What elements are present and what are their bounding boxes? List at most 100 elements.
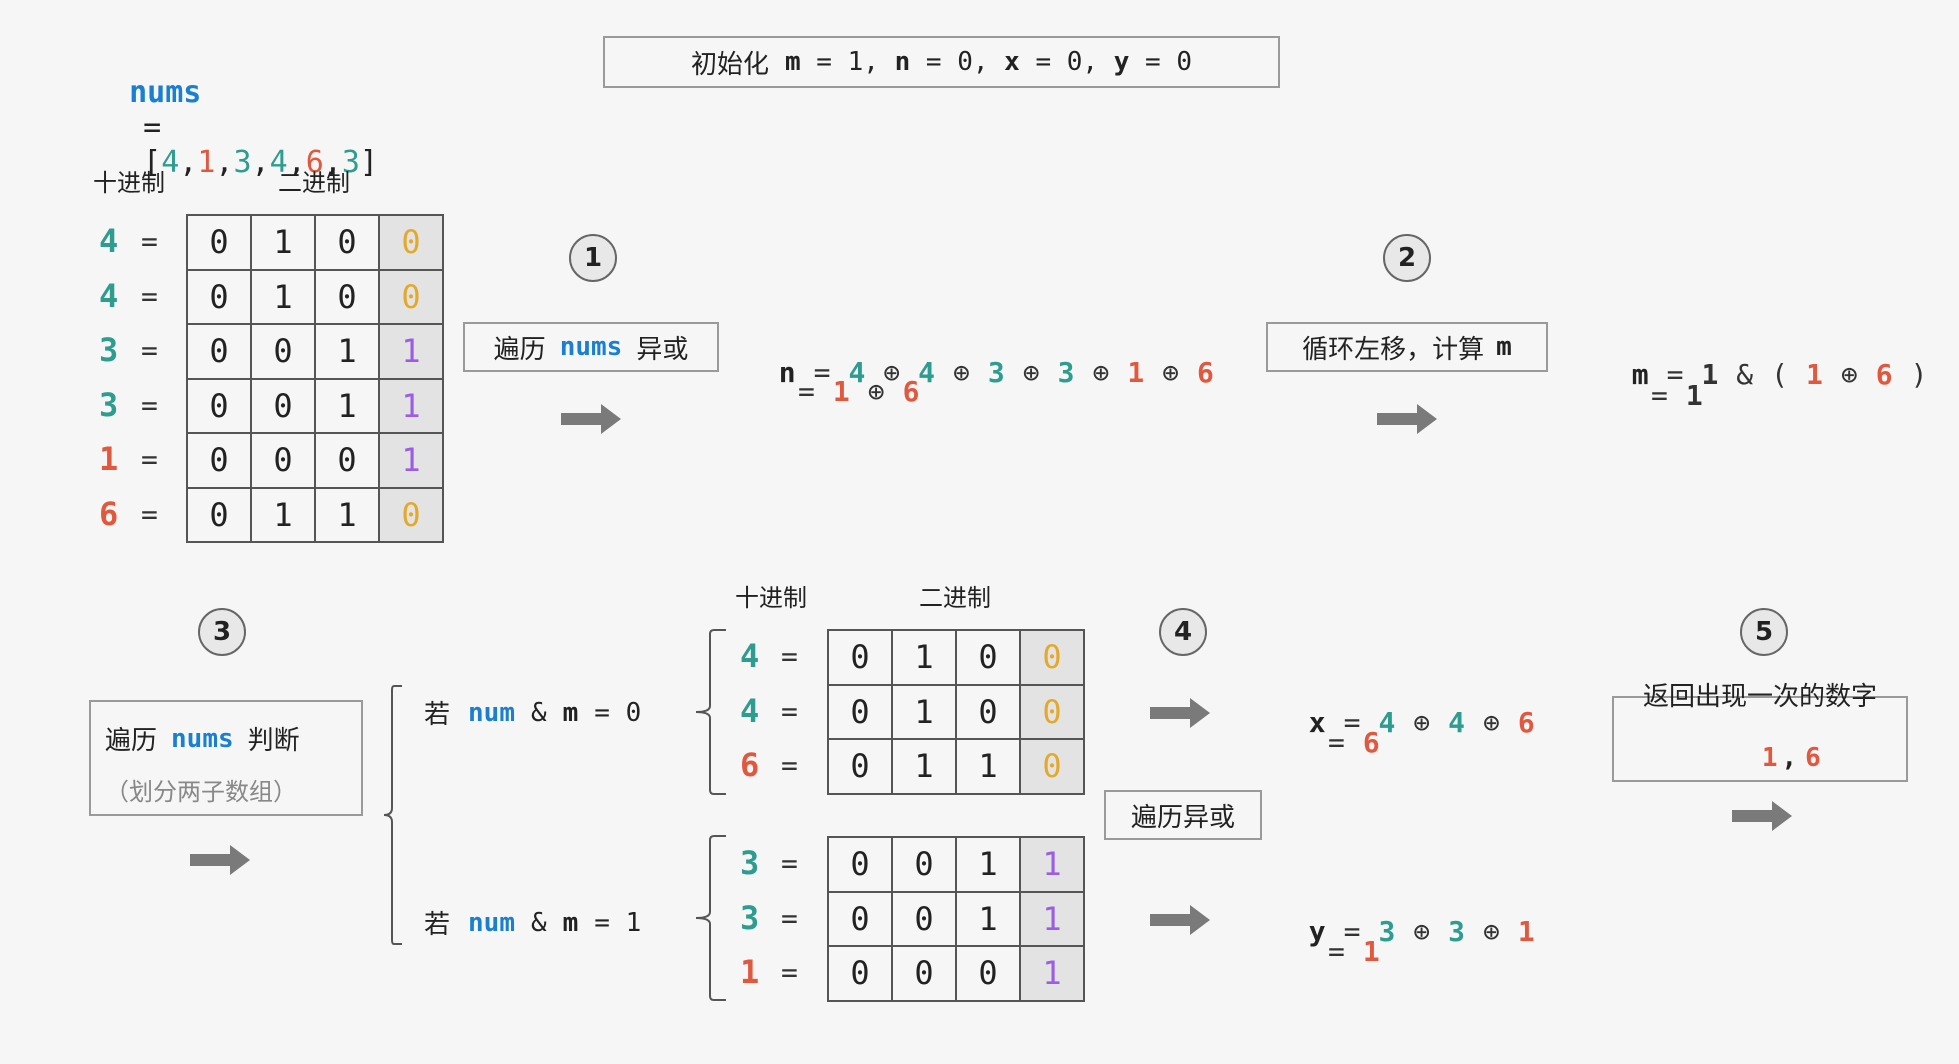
expr-operator: & [1736, 358, 1754, 391]
expr-number: 4 [918, 356, 936, 389]
bit-cell: 0 [827, 945, 893, 1002]
step3-post: 判断 [247, 726, 300, 756]
bit-cell: 0 [314, 214, 380, 271]
arrow-right-icon [190, 843, 252, 877]
bit-cell: 1 [891, 629, 957, 686]
step-5-badge: 5 [1740, 608, 1788, 656]
step2-pre: 循环左移，计算 [1302, 334, 1485, 365]
init-var: y [1113, 47, 1130, 77]
expr-number: 1 [1127, 356, 1145, 389]
bit-cell: 0 [186, 432, 252, 489]
expr-number: 3 [987, 356, 1005, 389]
cond1-m: m [562, 907, 579, 938]
step1-post: 异或 [636, 334, 689, 365]
bit-cell: 1 [891, 738, 957, 795]
arrow-right-icon [561, 402, 623, 436]
expr-number: 4 [848, 356, 866, 389]
expr-operator: ⊕ [953, 356, 970, 389]
bit-cell: 1 [891, 683, 957, 740]
expr-operator: = [813, 356, 831, 389]
nums-item: 4 [269, 145, 288, 180]
step-1-badge: 1 [569, 234, 617, 282]
cond1-pre: 若 [424, 910, 451, 940]
decimal-value: 3 [99, 331, 119, 369]
step-2-badge: 2 [1383, 234, 1431, 282]
bit-cell: 0 [955, 629, 1021, 686]
bit-cell: 0 [891, 890, 957, 947]
binary-label-top: 二进制 [278, 169, 350, 197]
step3-sub: （划分两子数组） [105, 778, 297, 806]
expr-operator: = [798, 375, 815, 408]
bit-cell: 1 [314, 377, 380, 434]
expr-operator: ⊕ [1022, 356, 1040, 389]
expr-operator: = [1343, 706, 1361, 739]
bit-cell: 0 [378, 268, 444, 325]
nums-item: 6 [305, 145, 324, 180]
x-var: x [1308, 706, 1326, 739]
equals-sign: = [781, 694, 798, 728]
cond1-rest: = 1 [594, 907, 642, 938]
bit-cell: 0 [186, 214, 252, 271]
decimal-value: 4 [99, 276, 119, 315]
m-expr-line1: m=1&(1⊕6) [1598, 325, 1928, 391]
cond0-pre: 若 [424, 700, 451, 730]
nums-item: 3 [233, 145, 252, 180]
bit-cell: 1 [955, 836, 1021, 893]
expr-operator: ⊕ [1413, 706, 1431, 739]
y-expr-line1: y=3⊕3⊕1 [1275, 882, 1535, 948]
bit-cell: 1 [250, 268, 316, 325]
step5-line1: 返回出现一次的数字 [1642, 681, 1877, 712]
step3-pre: 遍历 [105, 726, 158, 756]
expr-number: 1 [1362, 935, 1380, 968]
decimal-value: 1 [740, 953, 760, 991]
expr-number: 1 [1517, 915, 1535, 948]
bit-cell: 1 [250, 486, 316, 543]
decimal-value: 3 [740, 898, 760, 937]
expr-operator: ) [1910, 358, 1928, 391]
step1-word: nums [559, 332, 623, 362]
expr-operator: ( [1771, 358, 1789, 391]
big-brace-icon [383, 685, 402, 945]
init-prefix: 初始化 [690, 49, 769, 80]
step1-pre: 遍历 [493, 334, 546, 365]
bit-cell: 1 [378, 432, 444, 489]
expr-operator: = [1343, 915, 1361, 948]
expr-operator: ⊕ [1483, 706, 1500, 739]
decimal-value: 6 [740, 746, 760, 784]
bit-cell: 0 [250, 323, 316, 380]
cond0-word: num [468, 697, 515, 728]
bit-cell: 0 [955, 683, 1021, 740]
step4-box: 遍历异或 [1104, 790, 1262, 840]
bit-cell: 1 [955, 738, 1021, 795]
expr-operator: ⊕ [883, 356, 901, 389]
decimal-value: 1 [99, 440, 119, 478]
expr-number: 1 [1806, 358, 1823, 391]
init-var: m [785, 47, 801, 77]
init-value: = 1, [800, 47, 895, 77]
m-var: m [1631, 358, 1649, 391]
equals-sign: = [141, 388, 158, 422]
init-value: = 0, [1019, 47, 1114, 77]
expr-operator: ⊕ [1162, 356, 1180, 389]
arrow-right-icon [1377, 402, 1439, 436]
bit-cell: 0 [891, 836, 957, 893]
expr-number: 6 [1362, 726, 1380, 759]
bit-cell: 0 [1019, 683, 1085, 740]
expr-operator: ⊕ [1413, 915, 1431, 948]
n-expr-line1: n=4⊕4⊕3⊕3⊕1⊕6 [745, 323, 1214, 389]
nums-items: 4,1,3,4,6,3 [161, 145, 360, 180]
decimal-value: 4 [99, 222, 119, 260]
equals-sign: = [141, 334, 158, 367]
equals-sign: = [781, 749, 798, 782]
expr-number: 3 [1057, 356, 1075, 389]
